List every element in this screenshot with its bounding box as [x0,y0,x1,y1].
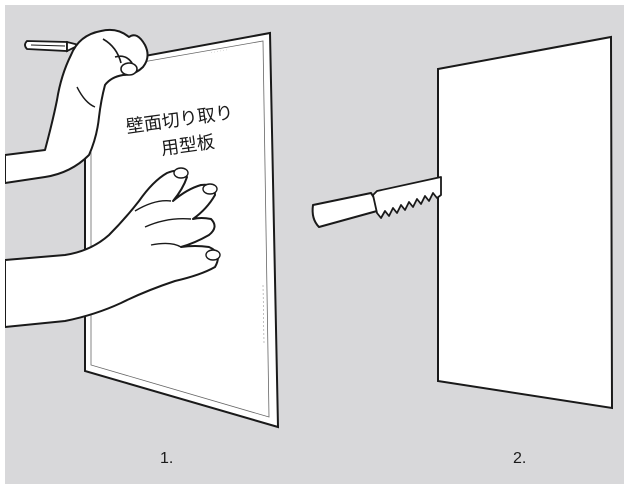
step-1-label: 1. [160,450,174,467]
pencil-icon [24,40,82,53]
saw-icon [311,176,442,228]
step-2-label: 2. [513,450,527,467]
step-1-illustration: · · · · · · 壁面切り取り 用型板 [5,28,280,429]
upper-hand-icon [5,28,149,184]
step-2-illustration [311,35,614,410]
wall-board-2 [437,35,614,410]
template-fine-print: · · · · · · [210,47,228,56]
illustration-canvas: · · · · · · 壁面切り取り 用型板 [5,28,614,429]
lower-hand-icon [5,167,221,328]
illustration-frame: · · · · · · 壁面切り取り 用型板 [5,5,624,484]
template-side-marks [262,284,265,344]
